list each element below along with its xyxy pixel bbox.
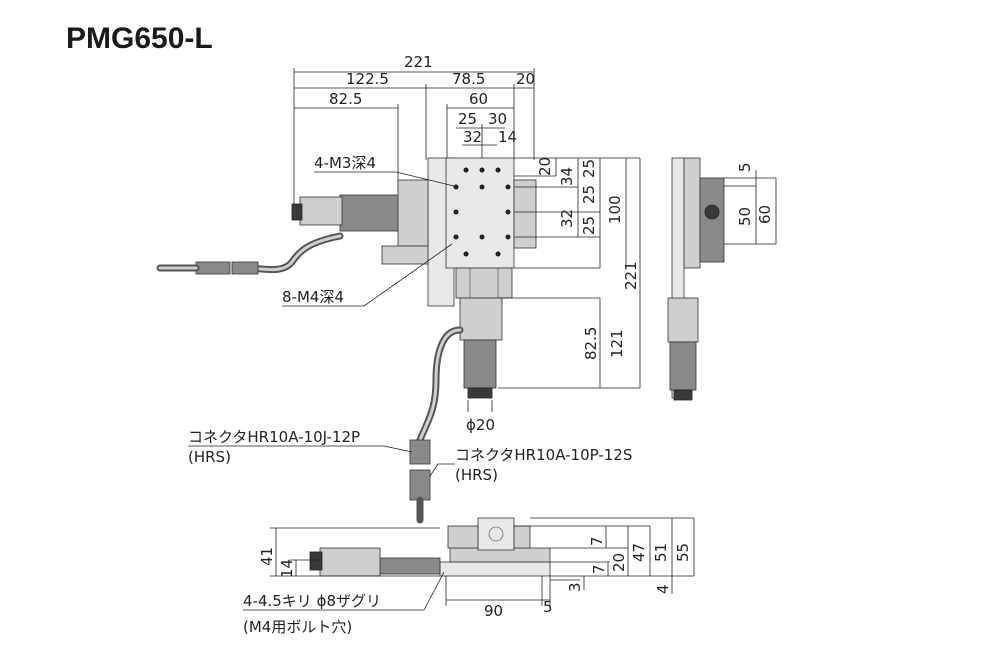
y-connector-plug	[409, 439, 431, 465]
label-connector-p-maker: (HRS)	[455, 466, 498, 484]
dim-front-3: 3	[566, 582, 584, 592]
dim-121-r: 121	[608, 329, 626, 358]
label-connector-j-maker: (HRS)	[188, 448, 231, 466]
dim-82-5-top: 82.5	[329, 90, 362, 108]
side-knob	[673, 389, 693, 401]
dim-side-50: 50	[736, 207, 754, 226]
mounting-holes	[453, 167, 511, 257]
dim-front-7b: 7	[590, 564, 608, 574]
front-motor-mount	[447, 525, 479, 549]
dim-14-a: 14	[498, 128, 517, 146]
dim-front-47: 47	[630, 543, 648, 562]
x-motor	[299, 196, 343, 226]
model-title: PMG650-L	[66, 22, 213, 55]
x-connector-socket	[195, 261, 231, 275]
side-coupler	[667, 297, 699, 343]
dim-front-7a: 7	[588, 536, 606, 546]
front-view: 41 14 7 47 51 55 7 20 3 4 90 5 4-4.5キリ ϕ…	[243, 517, 695, 636]
dim-122-5: 122.5	[346, 70, 389, 88]
dim-82-5-r: 82.5	[582, 327, 600, 360]
label-m3-holes: 4-M3深4	[314, 154, 376, 172]
dim-32-a: 32	[463, 128, 482, 146]
dim-side-5: 5	[736, 162, 754, 172]
dim-25-r3: 25	[580, 216, 598, 235]
side-view: 5 50 60	[667, 157, 777, 401]
front-base	[439, 561, 551, 577]
dim-front-4: 4	[654, 584, 672, 594]
top-view: 221 122.5 78.5 20 82.5 60 25 30 32 14	[156, 53, 641, 524]
dim-100-r: 100	[606, 195, 624, 224]
dim-25-r2: 25	[580, 185, 598, 204]
dim-front-90: 90	[484, 602, 503, 620]
front-x-motor	[319, 547, 381, 577]
front-x-coupler	[379, 557, 441, 575]
front-top-table	[477, 517, 515, 551]
dim-25-a: 25	[458, 110, 477, 128]
y-coupler	[459, 297, 503, 341]
dim-34-r: 34	[558, 167, 576, 186]
side-y-motor	[669, 341, 697, 391]
dim-20-top: 20	[516, 70, 535, 88]
dim-front-41: 41	[258, 547, 276, 566]
front-x-knob	[309, 551, 323, 571]
label-bolt: (M4用ボルト穴)	[243, 618, 352, 636]
dim-front-51: 51	[652, 543, 670, 562]
x-knob	[291, 203, 303, 221]
lower-stage	[455, 267, 513, 299]
label-holes: 4-4.5キリ ϕ8ザグリ	[243, 592, 381, 610]
dim-front-20: 20	[610, 553, 628, 572]
dim-phi20: ϕ20	[466, 416, 495, 434]
side-motor-shaft	[704, 204, 720, 220]
front-side-block	[513, 525, 531, 549]
y-knob	[467, 387, 493, 399]
y-motor	[463, 339, 497, 389]
dim-20-r: 20	[536, 157, 554, 176]
dim-front-55: 55	[674, 543, 692, 562]
dim-30-a: 30	[488, 110, 507, 128]
y-connector-socket	[409, 469, 431, 501]
label-connector-j: コネクタHR10A-10J-12P	[188, 428, 360, 446]
label-connector-p: コネクタHR10A-10P-12S	[455, 446, 632, 464]
dim-side-60: 60	[756, 205, 774, 224]
x-cable-clamp	[381, 245, 429, 265]
x-motor-block	[339, 194, 399, 232]
dim-front-14: 14	[278, 559, 296, 578]
dim-25-r1: 25	[580, 159, 598, 178]
front-table-circle	[488, 526, 504, 542]
dim-60-top: 60	[469, 90, 488, 108]
side-stage	[683, 157, 701, 269]
x-coupler	[397, 179, 429, 247]
x-connector-plug	[231, 261, 259, 275]
label-m4-holes: 8-M4深4	[282, 288, 344, 306]
dim-32-r: 32	[558, 209, 576, 228]
dim-front-5: 5	[543, 598, 553, 616]
dim-221-r: 221	[622, 261, 640, 290]
table-side-block	[513, 179, 537, 249]
dim-78-5: 78.5	[452, 70, 485, 88]
side-motor	[699, 177, 725, 263]
x-cable	[246, 232, 344, 274]
dim-221-top: 221	[404, 53, 433, 71]
